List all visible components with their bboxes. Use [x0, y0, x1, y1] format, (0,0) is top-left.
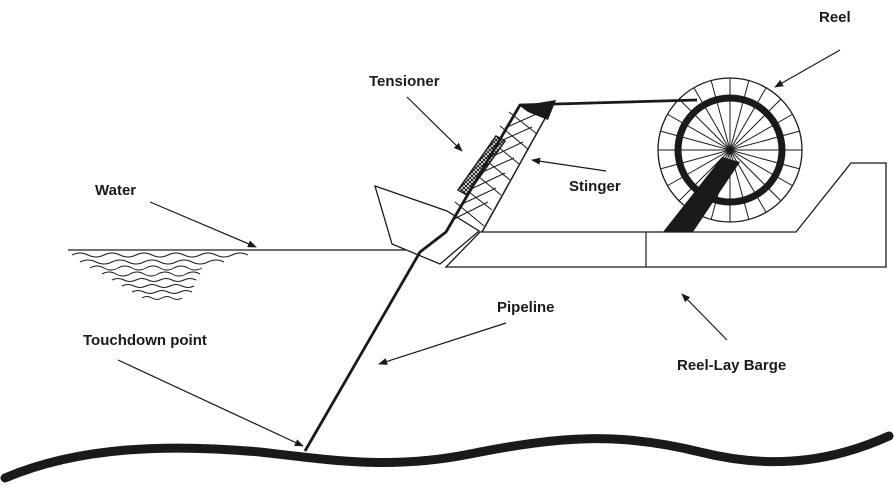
label-tensioner: Tensioner	[369, 73, 440, 90]
stinger-ramp	[445, 100, 556, 233]
reel-arrow	[774, 49, 841, 88]
stinger-arrow	[531, 157, 607, 172]
seabed	[0, 431, 894, 483]
stinger-bow-block	[374, 184, 481, 265]
touchdown-arrow	[117, 359, 304, 447]
pipeline	[303, 98, 698, 452]
water-arrow	[149, 201, 257, 248]
label-water: Water	[95, 182, 137, 199]
label-touchdown-point: Touchdown point	[83, 332, 207, 349]
barge-arrow	[681, 293, 728, 341]
pipeline-arrow	[378, 322, 507, 365]
water-waves-icon	[71, 252, 249, 300]
label-stinger: Stinger	[569, 178, 621, 195]
label-pipeline: Pipeline	[497, 299, 555, 316]
barge-hull	[444, 162, 887, 268]
label-reel: Reel	[819, 9, 851, 26]
label-reel-lay-barge: Reel-Lay Barge	[677, 357, 787, 374]
tensioner-arrow	[406, 96, 463, 152]
reel	[657, 77, 803, 223]
